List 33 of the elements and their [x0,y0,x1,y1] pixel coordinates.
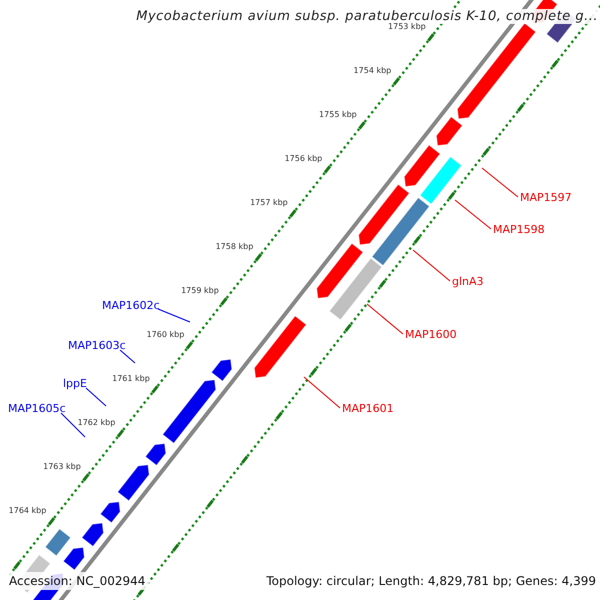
scale-label: 1761 kbp [112,374,150,383]
leader-line [86,388,106,406]
scale-label: 1755 kbp [319,110,357,119]
scale-label: 1759 kbp [181,286,219,295]
leader-line [412,250,450,282]
scale-label: 1763 kbp [43,462,81,471]
scale-label: 1764 kbp [8,506,46,515]
leader-line [366,304,404,334]
gene-label: MAP1605c [8,403,66,414]
scale-label: 1754 kbp [354,66,392,75]
gene-label: MAP1602c [102,300,160,311]
gene-label: lppE [63,378,87,389]
gene-label: MAP1597 [520,192,572,203]
gene-label: MAP1601 [342,403,394,414]
scale-label: 1753 kbp [388,22,426,31]
summary-text: Topology: circular; Length: 4,829,781 bp; Genes: 4,399 [266,575,596,587]
scale-label: 1756 kbp [284,154,322,163]
scale-label: 1762 kbp [78,418,116,427]
gene-label: MAP1603c [68,340,126,351]
leader-line [120,350,136,364]
gene-label: glnA3 [452,276,484,287]
gene-label: MAP1598 [493,224,545,235]
leader-line [60,412,86,438]
leader-line [304,376,340,408]
accession-text: Accession: NC_002944 [5,572,150,590]
leader-line [482,168,518,198]
scale-label: 1758 kbp [216,242,254,251]
leader-line [454,200,492,230]
scale-label: 1757 kbp [250,198,288,207]
scale-label: 1760 kbp [146,330,184,339]
map-title: Mycobacterium avium subsp. paratuberculosis K-10, complete g... [136,9,598,24]
leader-line [158,308,190,322]
gene-label: MAP1600 [405,329,457,340]
